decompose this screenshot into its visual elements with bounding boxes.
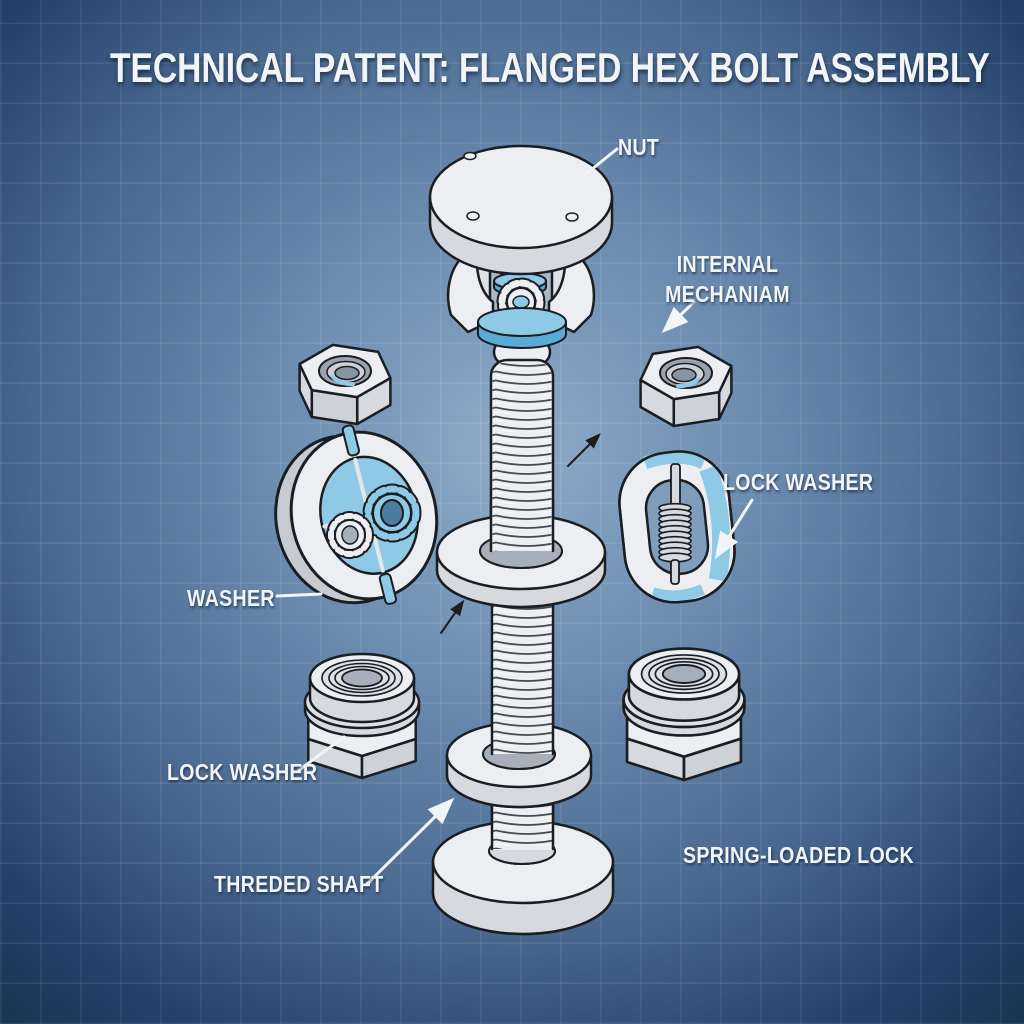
- assembly-arrow-upper: [567, 433, 601, 467]
- label-lock-washer-right-text: LOCK WASHER: [723, 469, 874, 495]
- threaded-shaft-arrow: [365, 797, 455, 886]
- label-washer-text: WASHER: [187, 585, 275, 611]
- label-lock-washer-right: LOCK WASHER: [723, 467, 873, 497]
- lock-washer-right-arrow: [714, 498, 754, 560]
- flanged-lock-nut-right: [622, 647, 746, 782]
- label-threaded-shaft-text: THREDED SHAFT: [214, 871, 384, 897]
- label-nut-text: NUT: [618, 134, 660, 160]
- internal-mechanism-arrow: [661, 300, 696, 334]
- label-nut: NUT: [618, 132, 659, 162]
- central-assembly: [428, 144, 615, 936]
- spring-coil: [658, 463, 692, 585]
- label-spring-loaded-lock-text: SPRING-LOADED LOCK: [683, 842, 914, 868]
- hex-nut-right: [638, 344, 734, 428]
- blue-collar: [477, 307, 567, 349]
- label-internal-mechanism-line1: INTERNAL: [676, 251, 779, 277]
- label-lock-washer-left-text: LOCK WASHER: [167, 759, 318, 785]
- gear-washer: [274, 424, 439, 605]
- diagram-title: TECHNICAL PATENT: FLANGED HEX BOLT ASSEM…: [0, 44, 1024, 92]
- label-lock-washer-left: LOCK WASHER: [167, 757, 317, 787]
- washer-leader: [275, 592, 323, 598]
- lower-flat-washer: [445, 710, 593, 809]
- diagram-title-text: TECHNICAL PATENT: FLANGED HEX BOLT ASSEM…: [109, 44, 990, 91]
- spring-lock-washer: [618, 450, 736, 604]
- flanged-lock-nut-left: [303, 652, 421, 780]
- label-internal-mechanism: INTERNAL MECHANIAM: [662, 249, 794, 309]
- middle-flat-washer: [435, 498, 607, 609]
- label-washer: WASHER: [187, 583, 275, 613]
- label-internal-mechanism-line2: MECHANIAM: [665, 281, 790, 307]
- label-threaded-shaft: THREDED SHAFT: [214, 869, 384, 899]
- hex-nut-left: [297, 342, 393, 426]
- assembly-arrow-lower: [440, 599, 465, 634]
- nut-leader: [584, 147, 619, 176]
- lock-washer-left-leader: [297, 735, 346, 772]
- flanged-bolt-head: [428, 144, 614, 276]
- label-spring-loaded-lock: SPRING-LOADED LOCK: [683, 840, 914, 870]
